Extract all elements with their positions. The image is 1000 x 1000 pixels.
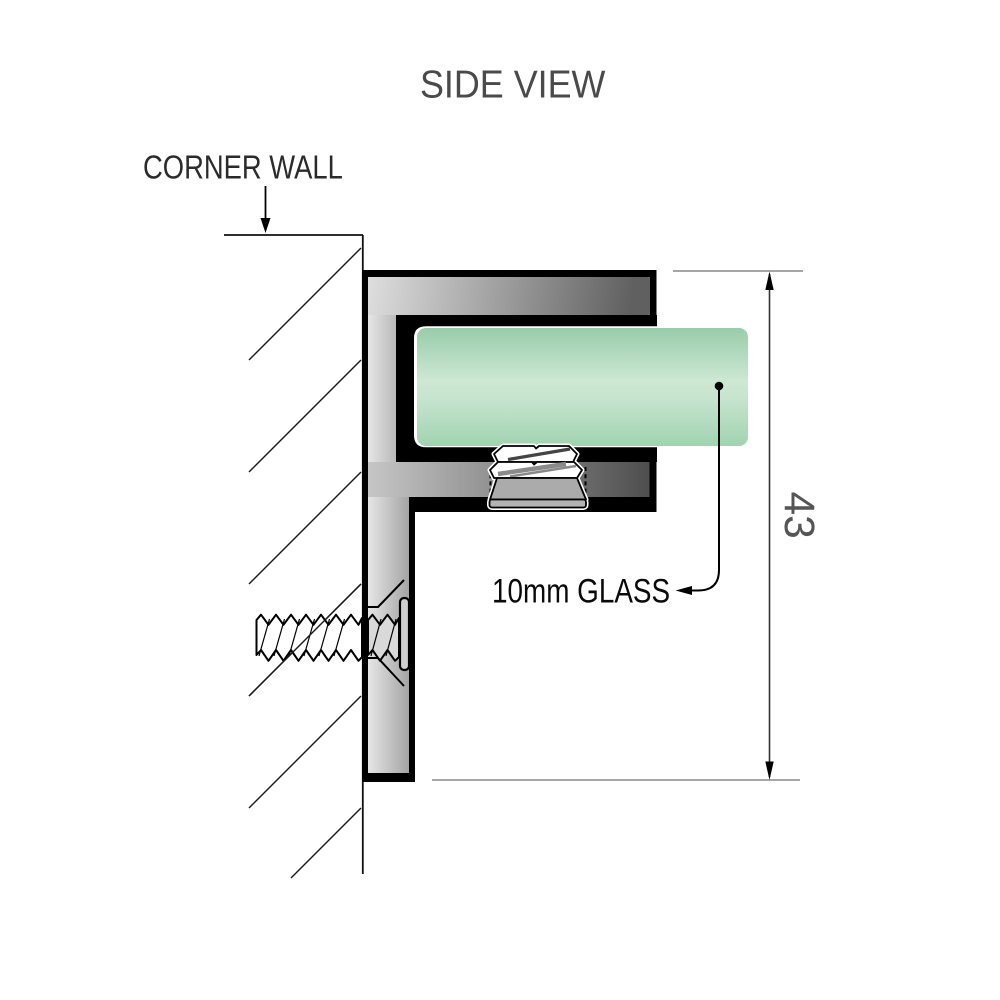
svg-text:SIDE VIEW: SIDE VIEW	[420, 62, 606, 106]
svg-text:CORNER WALL: CORNER WALL	[143, 150, 343, 186]
svg-text:43: 43	[775, 492, 822, 539]
svg-text:10mm GLASS: 10mm GLASS	[492, 572, 670, 610]
